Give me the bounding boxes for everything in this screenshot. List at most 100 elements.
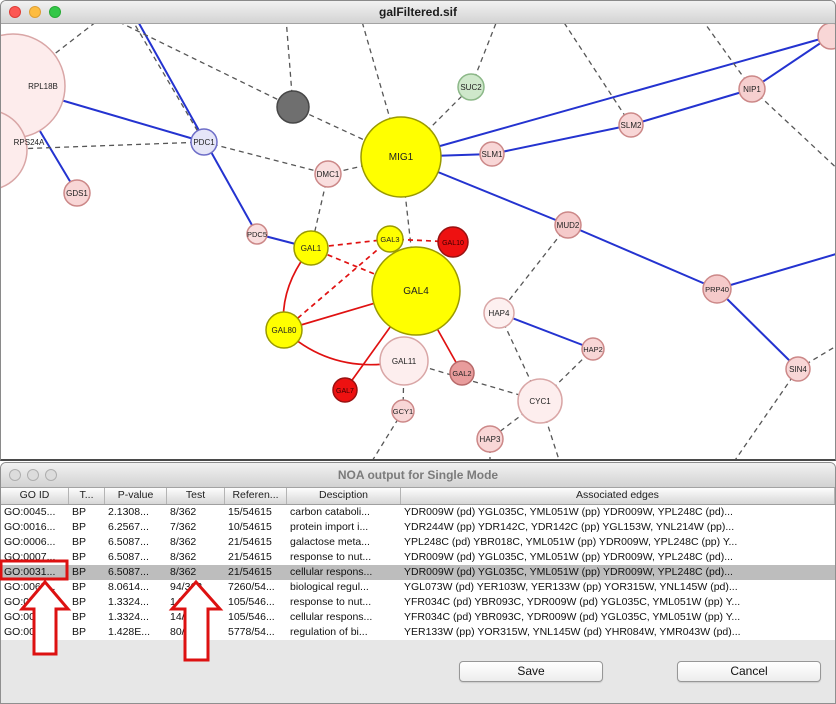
graph-node-edge-node[interactable] — [817, 24, 836, 50]
minimize-button[interactable] — [29, 6, 41, 18]
graph-node-label: HAP2 — [583, 345, 603, 354]
column-header[interactable]: Referen... — [225, 488, 287, 504]
graph-node-label: GCY1 — [393, 407, 413, 416]
column-header[interactable]: Desciption — [287, 488, 401, 504]
graph-node-label: MIG1 — [389, 152, 414, 163]
graph-node-pdc5[interactable]: PDC5 — [246, 223, 268, 245]
graph-edge — [403, 360, 541, 402]
graph-node-gal4[interactable]: GAL4 — [371, 246, 461, 336]
cell-test: 7/362 — [170, 521, 197, 533]
cell-type: BP — [72, 626, 87, 638]
column-header[interactable]: GO ID — [1, 488, 69, 504]
zoom-button-inactive[interactable] — [45, 469, 57, 481]
graph-node-gcy1[interactable]: GCY1 — [391, 399, 415, 423]
graph-node-gal1[interactable]: GAL1 — [293, 230, 329, 266]
cell-p_value: 6.5087... — [108, 566, 149, 578]
graph-node-sin4[interactable]: SIN4 — [785, 356, 811, 382]
cell-go_id: GO:0045... — [4, 506, 56, 518]
cell-description: galactose meta... — [290, 536, 370, 548]
close-button[interactable] — [9, 6, 21, 18]
graph-node-label: GAL1 — [301, 244, 322, 253]
graph-node-label: GAL10 — [442, 240, 464, 247]
graph-edge — [735, 368, 799, 459]
graph-edge — [751, 88, 835, 168]
cell-type: BP — [72, 566, 87, 578]
close-button-inactive[interactable] — [9, 469, 21, 481]
column-header[interactable]: P-value — [105, 488, 167, 504]
graph-node-cyc1[interactable]: CYC1 — [517, 378, 563, 424]
save-button[interactable]: Save — [459, 661, 603, 682]
cancel-button[interactable]: Cancel — [677, 661, 821, 682]
minimize-button-inactive[interactable] — [27, 469, 39, 481]
graph-node-gal11[interactable]: GAL11 — [379, 336, 429, 386]
graph-node-mig1[interactable]: MIG1 — [360, 116, 442, 198]
cell-description: response to nut... — [290, 596, 372, 608]
graph-edge — [400, 35, 832, 158]
graph-node-gal2[interactable]: GAL2 — [449, 360, 475, 386]
graph-edge — [498, 312, 541, 402]
graph-edge — [751, 35, 832, 90]
graph-edge — [716, 288, 799, 370]
graph-node-slm1[interactable]: SLM1 — [479, 141, 505, 167]
cell-test: 8/362 — [170, 551, 197, 563]
zoom-button[interactable] — [49, 6, 61, 18]
graph-node-gal3[interactable]: GAL3 — [376, 225, 404, 253]
cell-reference: 7260/54... — [228, 581, 275, 593]
cell-p_value: 1.3324... — [108, 596, 149, 608]
cell-reference: 21/54615 — [228, 536, 272, 548]
graph-node-label: SLM2 — [621, 121, 642, 130]
cell-edges: YDR009W (pd) YGL035C, YML051W (pp) YDR00… — [404, 551, 733, 563]
graph-node-gal7[interactable]: GAL7 — [332, 377, 358, 403]
graph-node-hap4[interactable]: HAP4 — [483, 297, 515, 329]
graph-node-nip1[interactable]: NIP1 — [738, 75, 766, 103]
cell-test: 94/362 — [170, 581, 203, 593]
graph-node-gal80[interactable]: GAL80 — [265, 311, 303, 349]
graph-node-label: RPL18B — [28, 82, 58, 91]
graph-node-unnamed-dark[interactable] — [276, 90, 310, 124]
cell-type: BP — [72, 611, 87, 623]
cell-description: cellular respons... — [290, 566, 373, 578]
graph-edge — [704, 24, 753, 90]
graph-node-rps24a[interactable]: RPS24A — [1, 110, 45, 190]
column-header[interactable]: Test — [167, 488, 225, 504]
cell-test: 8/362 — [170, 536, 197, 548]
graph-edge — [362, 24, 402, 158]
cell-edges: YDR009W (pd) YGL035C, YML051W (pp) YDR00… — [404, 566, 733, 578]
graph-node-pdc1[interactable]: PDC1 — [190, 128, 218, 156]
graph-node-gds1[interactable]: GDS1 — [63, 179, 91, 207]
cell-test: 8/362 — [170, 566, 197, 578]
graph-node-mud2[interactable]: MUD2 — [554, 211, 582, 239]
graph-node-hap3[interactable]: HAP3 — [476, 425, 504, 453]
graph-node-label: GAL7 — [336, 388, 354, 395]
graph-edge — [716, 253, 835, 290]
graph-node-label: SUC2 — [460, 83, 482, 92]
column-header[interactable]: Associated edges — [401, 488, 835, 504]
graph-node-suc2[interactable]: SUC2 — [457, 73, 485, 101]
cell-go_id: GO:0065... — [4, 581, 56, 593]
graph-node-hap2[interactable]: HAP2 — [581, 337, 605, 361]
cell-reference: 21/54615 — [228, 551, 272, 563]
graph-node-gal10[interactable]: GAL10 — [437, 226, 469, 258]
graph-node-prp40[interactable]: PRP40 — [702, 274, 732, 304]
cell-description: cellular respons... — [290, 611, 373, 623]
graph-node-dmc1[interactable]: DMC1 — [314, 160, 342, 188]
cell-edges: YER133W (pp) YOR315W, YNL145W (pd) YHR08… — [404, 626, 741, 638]
graph-edge — [400, 86, 472, 158]
graph-node-slm2[interactable]: SLM2 — [618, 112, 644, 138]
column-header[interactable]: T... — [69, 488, 105, 504]
graph-node-label: GAL4 — [403, 286, 429, 297]
cell-type: BP — [72, 596, 87, 608]
cell-test: 80/362 — [170, 626, 203, 638]
cell-go_id: GO:0031... — [4, 596, 56, 608]
